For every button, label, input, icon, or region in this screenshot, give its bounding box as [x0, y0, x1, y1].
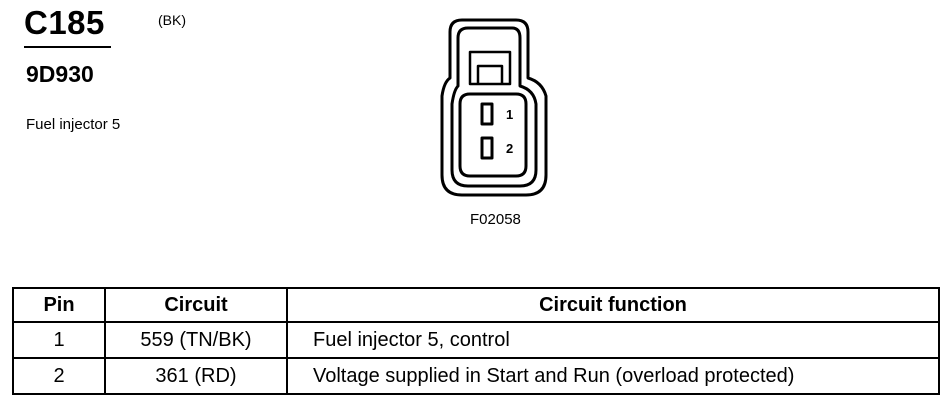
part-number: 9D930 [26, 61, 94, 87]
pin-cell: 2 [12, 357, 106, 395]
circuit-cell: 559 (TN/BK) [104, 321, 288, 359]
table-header-row: Pin Circuit Circuit function [12, 287, 940, 323]
pin-1-label: 1 [506, 107, 513, 122]
connector-housing-inner [450, 26, 538, 188]
locking-tab [468, 50, 512, 86]
circuit-cell: 361 (RD) [104, 357, 288, 395]
connector-face-diagram: 1 2 [440, 18, 548, 197]
connector-housing-outer [440, 18, 548, 197]
pin-2-label: 2 [506, 141, 513, 156]
header-pin: Pin [12, 287, 106, 323]
function-cell: Voltage supplied in Start and Run (overl… [286, 357, 940, 395]
pin-2-cavity [480, 136, 494, 160]
locking-tab-notch [476, 64, 504, 84]
connector-id-underline [24, 46, 111, 48]
table-row: 2 361 (RD) Voltage supplied in Start and… [12, 357, 940, 395]
table-row: 1 559 (TN/BK) Fuel injector 5, control [12, 321, 940, 359]
pin-cell: 1 [12, 321, 106, 359]
terminal-cavity-block [458, 92, 528, 178]
function-cell: Fuel injector 5, control [286, 321, 940, 359]
connector-color-code: (BK) [158, 12, 186, 28]
header-circuit: Circuit [104, 287, 288, 323]
connector-description: Fuel injector 5 [26, 116, 121, 133]
pin-1-cavity [480, 102, 494, 126]
connector-id: C185 [24, 4, 105, 41]
header-circuit-function: Circuit function [286, 287, 940, 323]
pinout-table: Pin Circuit Circuit function 1 559 (TN/B… [12, 287, 940, 395]
figure-id: F02058 [470, 211, 521, 228]
